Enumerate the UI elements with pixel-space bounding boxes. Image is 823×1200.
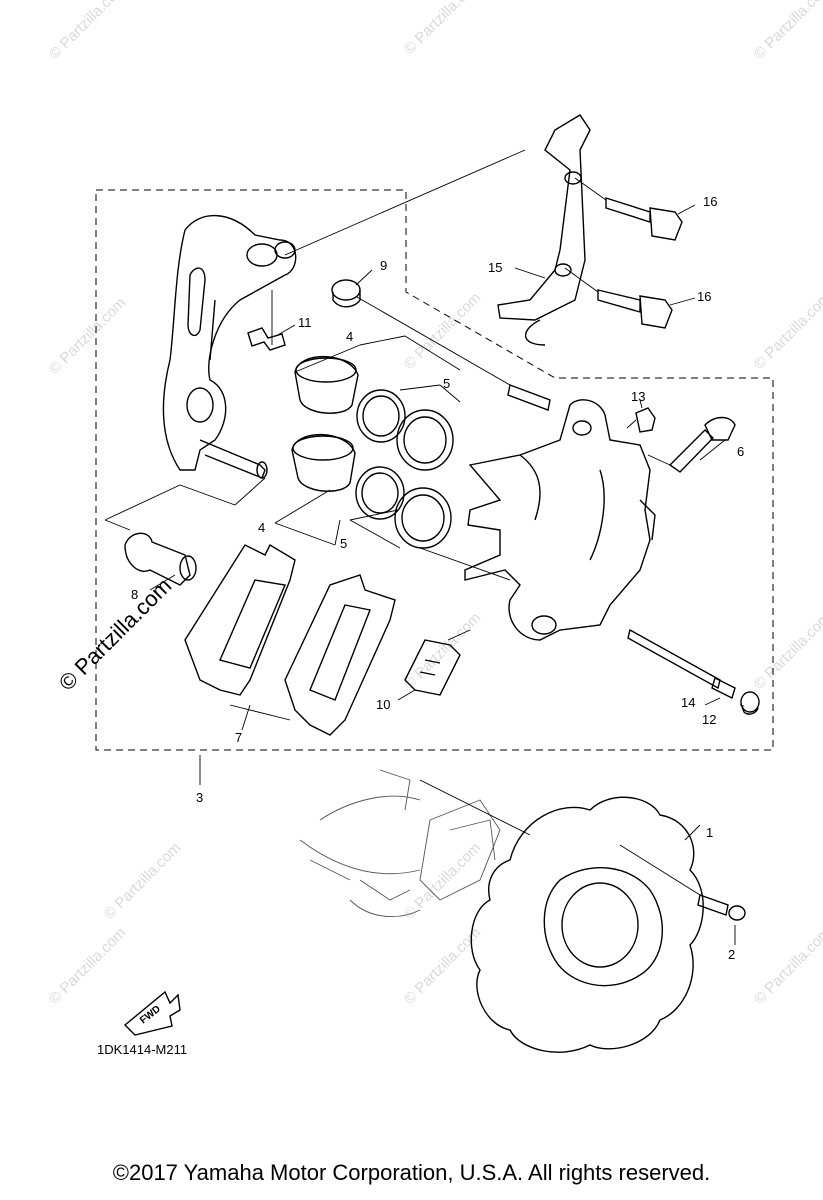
caliper-assembly-boundary (95, 189, 774, 751)
callout-1: 1 (706, 825, 713, 840)
callout-14: 14 (681, 695, 695, 710)
watermark: © Partzilla.com (751, 0, 823, 63)
brake-pad-7-right (284, 574, 396, 736)
clip-11 (247, 327, 286, 351)
watermark: © Partzilla.com (101, 839, 184, 922)
brake-disc-1 (470, 796, 704, 1053)
callout-16-lower: 16 (697, 289, 711, 304)
callout-9: 9 (380, 258, 387, 273)
watermark: © Partzilla.com (401, 839, 484, 922)
callout-13: 13 (631, 389, 645, 404)
leader-lines (104, 149, 745, 945)
watermark-group: © Partzilla.com © Partzilla.com © Partzi… (46, 0, 823, 1008)
watermark: © Partzilla.com (401, 289, 484, 372)
brake-pad-7-left (184, 544, 296, 696)
piston-4-upper (294, 355, 359, 414)
seal-5-upper-small (356, 389, 406, 443)
pin-8 (124, 532, 197, 586)
caliper-body (464, 399, 656, 641)
callout-4-upper: 4 (346, 329, 353, 344)
callout-8: 8 (131, 587, 138, 602)
cap-12 (740, 691, 760, 715)
fwd-arrow-icon: FWD (123, 990, 181, 1036)
bracket-15 (497, 114, 591, 346)
seal-5-lower-large (394, 487, 452, 549)
callout-5-lower: 5 (340, 536, 347, 551)
watermark: © Partzilla.com (46, 924, 129, 1007)
callouts: 1 2 3 4 4 5 5 6 7 8 9 10 11 12 13 14 15 … (131, 194, 744, 962)
watermark-large: © Partzilla.com (54, 573, 177, 696)
piston-4-lower (291, 433, 356, 492)
watermark: © Partzilla.com (46, 0, 129, 63)
watermark: © Partzilla.com (751, 609, 823, 692)
callout-15: 15 (488, 260, 502, 275)
disc-bolt-2 (697, 894, 746, 921)
callout-3: 3 (196, 790, 203, 805)
callout-6: 6 (737, 444, 744, 459)
callout-12: 12 (702, 712, 716, 727)
callout-16-upper: 16 (703, 194, 717, 209)
callout-7: 7 (235, 730, 242, 745)
bolt-16-lower (597, 289, 673, 329)
pin-14 (627, 628, 736, 699)
wheel-hub (299, 769, 501, 917)
callout-11: 11 (298, 315, 312, 330)
watermark: © Partzilla.com (401, 609, 484, 692)
callout-2: 2 (728, 947, 735, 962)
guide-pin (507, 384, 551, 411)
watermark: © Partzilla.com (751, 289, 823, 372)
boot-9 (331, 279, 361, 308)
caliper-bracket (162, 214, 297, 479)
callout-5-upper: 5 (443, 376, 450, 391)
watermark: © Partzilla.com (751, 924, 823, 1007)
bleeder-6 (668, 416, 736, 473)
seal-5-upper-large (396, 409, 454, 471)
bleed-screw-13 (635, 407, 656, 433)
copyright-notice: ©2017 Yamaha Motor Corporation, U.S.A. A… (112, 1160, 711, 1185)
bolt-16-upper (605, 197, 683, 241)
diagram-code: 1DK1414-M211 (97, 1042, 187, 1057)
watermark: © Partzilla.com (401, 0, 484, 58)
callout-4-lower: 4 (258, 520, 265, 535)
watermark: © Partzilla.com (46, 294, 129, 377)
seal-5-lower-small (355, 466, 405, 520)
callout-10: 10 (376, 697, 390, 712)
